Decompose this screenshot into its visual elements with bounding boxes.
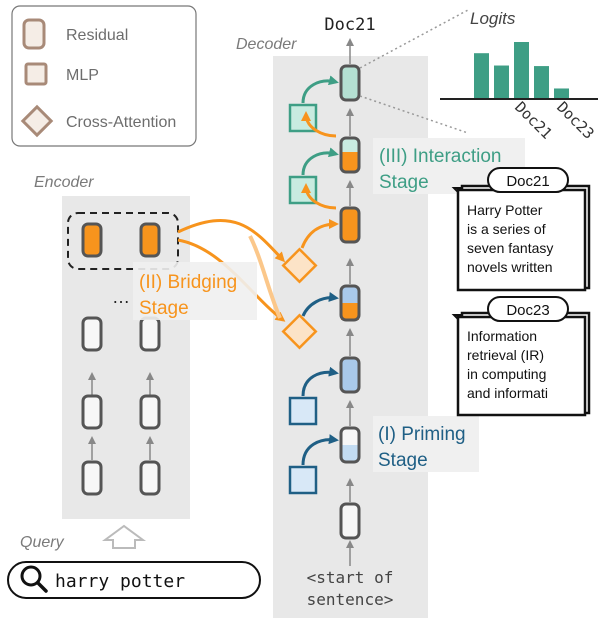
- logit-bar: [514, 42, 529, 98]
- mlp-priming: [288, 465, 318, 495]
- doc-card-doc21: Doc21 Harry Potter is a series of seven …: [451, 167, 591, 292]
- stage-priming-line2: Stage: [378, 450, 428, 471]
- doc-card-doc23-line: Information: [467, 328, 537, 344]
- encoder-panel: Encoder …: [34, 174, 190, 519]
- doc-card-doc21-line: seven fantasy: [467, 240, 553, 256]
- mlp-priming: [288, 396, 318, 426]
- encoder-ellipsis: …: [112, 287, 130, 307]
- query-text: harry potter: [55, 571, 185, 592]
- decoder-node: [339, 502, 361, 540]
- cross-attention-bridging: [281, 247, 318, 284]
- legend-residual-label: Residual: [66, 27, 128, 44]
- doc-card-doc21-line: novels written: [467, 259, 553, 275]
- doc-card-doc23-id: Doc23: [506, 302, 549, 319]
- encoder-node: [81, 316, 103, 352]
- doc-card-doc23-line: retrieval (IR): [467, 347, 544, 363]
- legend: Residual MLP Cross-Attention: [11, 5, 197, 147]
- logit-bar: [554, 88, 569, 98]
- encoder-node: [81, 394, 103, 430]
- decoder-node: [339, 206, 361, 244]
- cross-attention-bridging: [281, 313, 318, 350]
- decoder-start-token-line1: <start of: [307, 568, 394, 587]
- legend-residual-swatch: [22, 18, 46, 50]
- doc-card-doc21-id: Doc21: [506, 173, 549, 190]
- encoder-node: [81, 460, 103, 496]
- decoder-node: [339, 426, 361, 464]
- stage-priming-line1: (I) Priming: [378, 424, 466, 445]
- stage-bridging-line1: (II) Bridging: [139, 272, 237, 293]
- decoder-node: [339, 64, 361, 102]
- legend-cross-attention-label: Cross-Attention: [66, 114, 176, 131]
- doc-card-doc23-line: and informati: [467, 385, 548, 401]
- logits-label: Logits: [470, 9, 516, 28]
- doc-card-doc23-line: in computing: [467, 366, 546, 382]
- decoder-start-token-line2: sentence>: [307, 590, 394, 609]
- encoder-node: [139, 460, 161, 496]
- doc-card-doc21-line: Harry Potter: [467, 202, 543, 218]
- logits-tick-doc21: Doc21: [511, 98, 556, 143]
- stage-bridging: (II) Bridging Stage: [133, 262, 257, 320]
- decoder-label: Decoder: [236, 36, 297, 53]
- stage-bridging-line2: Stage: [139, 298, 189, 319]
- encoder-node: [139, 222, 161, 258]
- doc-card-doc23: Doc23 Information retrieval (IR) in comp…: [451, 296, 591, 417]
- query-search-box[interactable]: [7, 561, 261, 599]
- decoder-node: [339, 136, 361, 174]
- encoder-node: [81, 222, 103, 258]
- query-area: Query harry potter: [7, 524, 261, 599]
- legend-mlp-swatch: [24, 62, 48, 86]
- stage-priming: (I) Priming Stage: [373, 416, 479, 472]
- decoder-node: [339, 356, 361, 394]
- up-arrow-icon: [101, 524, 147, 549]
- logit-bar: [534, 66, 549, 98]
- legend-mlp-label: MLP: [66, 67, 99, 84]
- decoder-panel: Decoder Doc21 <start of sentence>: [236, 15, 428, 618]
- logit-bar: [494, 65, 509, 98]
- decoder-output-token: Doc21: [324, 15, 375, 35]
- query-label: Query: [20, 534, 65, 551]
- encoder-label: Encoder: [34, 174, 94, 191]
- logits-tick-doc23: Doc23: [553, 98, 598, 143]
- decoder-node: [339, 284, 361, 322]
- legend-cross-attention-swatch: [20, 104, 54, 138]
- logit-bar: [474, 53, 489, 98]
- search-icon: [20, 565, 48, 593]
- stage-interaction-line2: Stage: [379, 172, 429, 193]
- stage-interaction-line1: (III) Interaction: [379, 146, 502, 167]
- encoder-node: [139, 394, 161, 430]
- doc-card-doc21-line: is a series of: [467, 221, 546, 237]
- logit-bars: [474, 42, 569, 98]
- encoder-node: [139, 316, 161, 352]
